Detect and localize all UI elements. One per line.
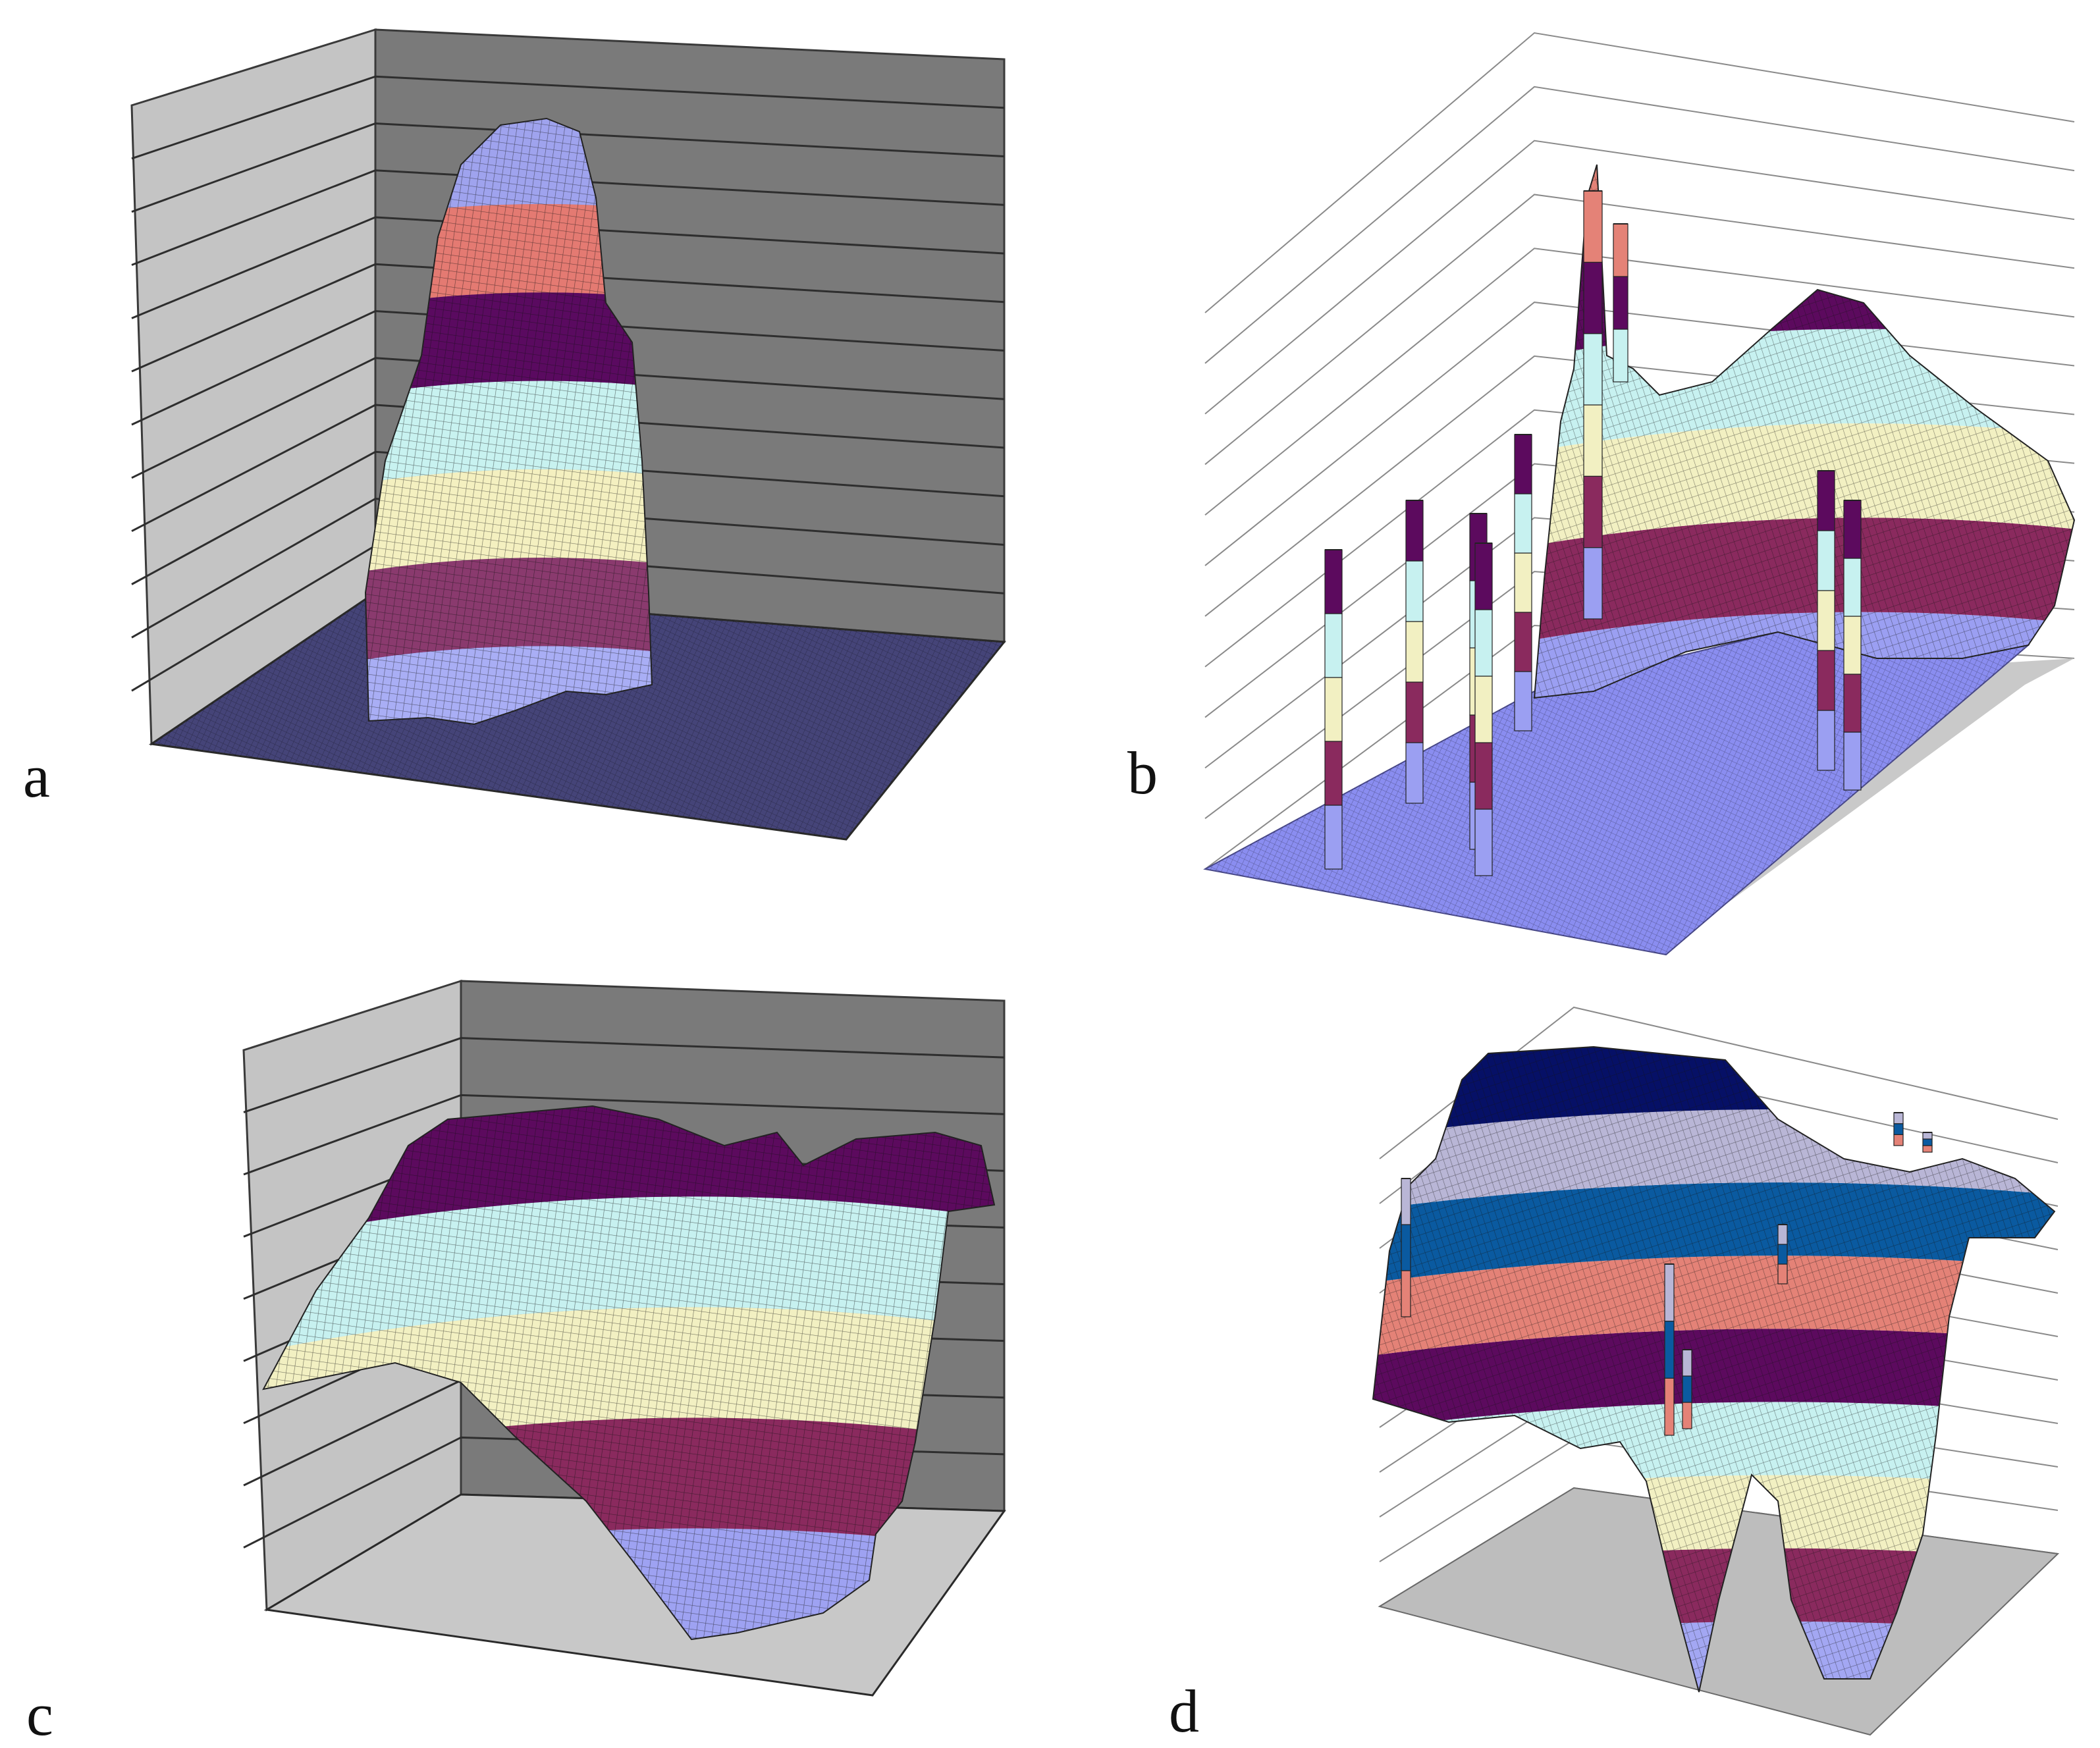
panel-d-spike-segment	[1682, 1349, 1692, 1377]
panel-a-gridline	[131, 309, 1005, 426]
panel-d-spike-segment	[1893, 1112, 1904, 1125]
panel-b-spike-segment	[1583, 404, 1603, 477]
panel-b-spike-segment	[1514, 434, 1532, 494]
panel-c-gridline	[243, 1037, 1005, 1113]
panel-b-spike-segment	[1405, 742, 1424, 804]
panel-b-spike-segment	[1514, 671, 1532, 731]
panel-b-spike-segment	[1405, 500, 1424, 562]
panel-a-label: a	[23, 743, 50, 810]
panel-c: c	[26, 979, 1006, 1748]
panel-b-spike-segment	[1583, 333, 1603, 406]
panel-d-spike-segment	[1922, 1132, 1933, 1140]
panel-d-label: d	[1169, 1678, 1199, 1745]
panel-d-spike-segment	[1922, 1138, 1933, 1146]
panel-b-spike-segment	[1474, 742, 1493, 810]
panel-b-gridline	[1204, 32, 2075, 313]
panel-b-spike-segment	[1817, 590, 1835, 651]
panel-b-spike-segment	[1474, 543, 1493, 610]
panel-b-spike-segment	[1324, 677, 1343, 742]
panel-d-spike-segment	[1664, 1263, 1675, 1322]
panel-a-gridline	[131, 263, 1005, 373]
panel-b-label: b	[1127, 739, 1158, 807]
panel-b-spike-segment	[1514, 612, 1532, 672]
panel-b-spike-segment	[1843, 731, 1862, 791]
panel-b-spike-segment	[1474, 808, 1493, 876]
panel-b-spike-segment	[1514, 552, 1532, 613]
panel-d-spike-segment	[1922, 1145, 1933, 1153]
panel-b-spike-segment	[1843, 500, 1862, 559]
panel-b-spike-segment	[1817, 470, 1835, 531]
panel-c-label: c	[26, 1681, 53, 1748]
panel-b-spike-segment	[1474, 609, 1493, 677]
panel-b-spike-segment	[1843, 558, 1862, 617]
panel-b-spike-segment	[1613, 329, 1629, 383]
panel-b-gridline	[1204, 140, 2075, 415]
panel-b-spike-segment	[1405, 621, 1424, 683]
panel-d-spike-segment	[1664, 1321, 1675, 1379]
panel-a-gridline	[131, 216, 1005, 319]
panel-a-gridline	[131, 169, 1005, 266]
panel-d-spike-segment	[1893, 1134, 1904, 1146]
panel-b-spikes	[1324, 190, 1862, 876]
panel-d-spike-segment	[1401, 1224, 1411, 1271]
panel-b-spike-segment	[1324, 613, 1343, 678]
panel-b-spike-segment	[1843, 616, 1862, 675]
panel-d-spikes	[1401, 1112, 1933, 1436]
panel-c-gridline	[243, 1094, 1005, 1176]
panel-d-spike-segment	[1664, 1377, 1675, 1436]
panel-d-spike-segment	[1777, 1263, 1788, 1285]
panel-d-spike-segment	[1777, 1244, 1788, 1265]
panel-d-spike-segment	[1682, 1402, 1692, 1429]
panel-b-spike-segment	[1843, 674, 1862, 733]
panel-b-spike-segment	[1613, 276, 1629, 330]
panel-a-gridline	[131, 450, 1005, 585]
panel-a-gridline	[131, 357, 1005, 479]
panel-a-gridline	[131, 75, 1005, 160]
panel-b-spike-segment	[1583, 261, 1603, 334]
panel-d-spike-segment	[1777, 1224, 1788, 1245]
panel-b-spike-segment	[1817, 650, 1835, 711]
panel-d-spike-segment	[1893, 1123, 1904, 1135]
panel-b-gridline	[1204, 86, 2075, 364]
panel-b-spike-segment	[1817, 530, 1835, 591]
panel-d-spike-segment	[1401, 1270, 1411, 1317]
panel-b-spike-segment	[1474, 675, 1493, 743]
panel-d-spike-segment	[1401, 1178, 1411, 1225]
panel-a: a	[23, 28, 1006, 841]
panel-b-spike-segment	[1583, 475, 1603, 548]
panel-a-floor-mesh	[151, 593, 1004, 839]
panel-b-gridline	[1204, 194, 2075, 465]
panel-d-gridline	[1379, 1006, 2059, 1159]
panel-a-gridline	[131, 497, 1005, 639]
panel-b-spike-segment	[1514, 493, 1532, 554]
panel-d-spike-segment	[1682, 1375, 1692, 1403]
panel-b-spike-segment	[1405, 681, 1424, 743]
panel-b-spike-segment	[1324, 805, 1343, 870]
panel-b-spike-segment	[1405, 560, 1424, 622]
panel-b-gridline	[1204, 248, 2075, 516]
panel-b-spike-segment	[1583, 547, 1603, 620]
panel-a-gridline	[131, 404, 1005, 532]
panel-d: d	[1169, 1006, 2060, 1745]
panel-b-spike-segment	[1324, 549, 1343, 614]
panel-b-spike-segment	[1817, 710, 1835, 771]
panel-a-gridline	[131, 122, 1005, 213]
panel-b-spike-segment	[1324, 741, 1343, 806]
panel-b-spike-segment	[1583, 190, 1603, 263]
panel-b: b	[1127, 32, 2075, 956]
panel-b-spike-segment	[1613, 223, 1629, 277]
panel-a-gridlines	[131, 75, 1005, 692]
